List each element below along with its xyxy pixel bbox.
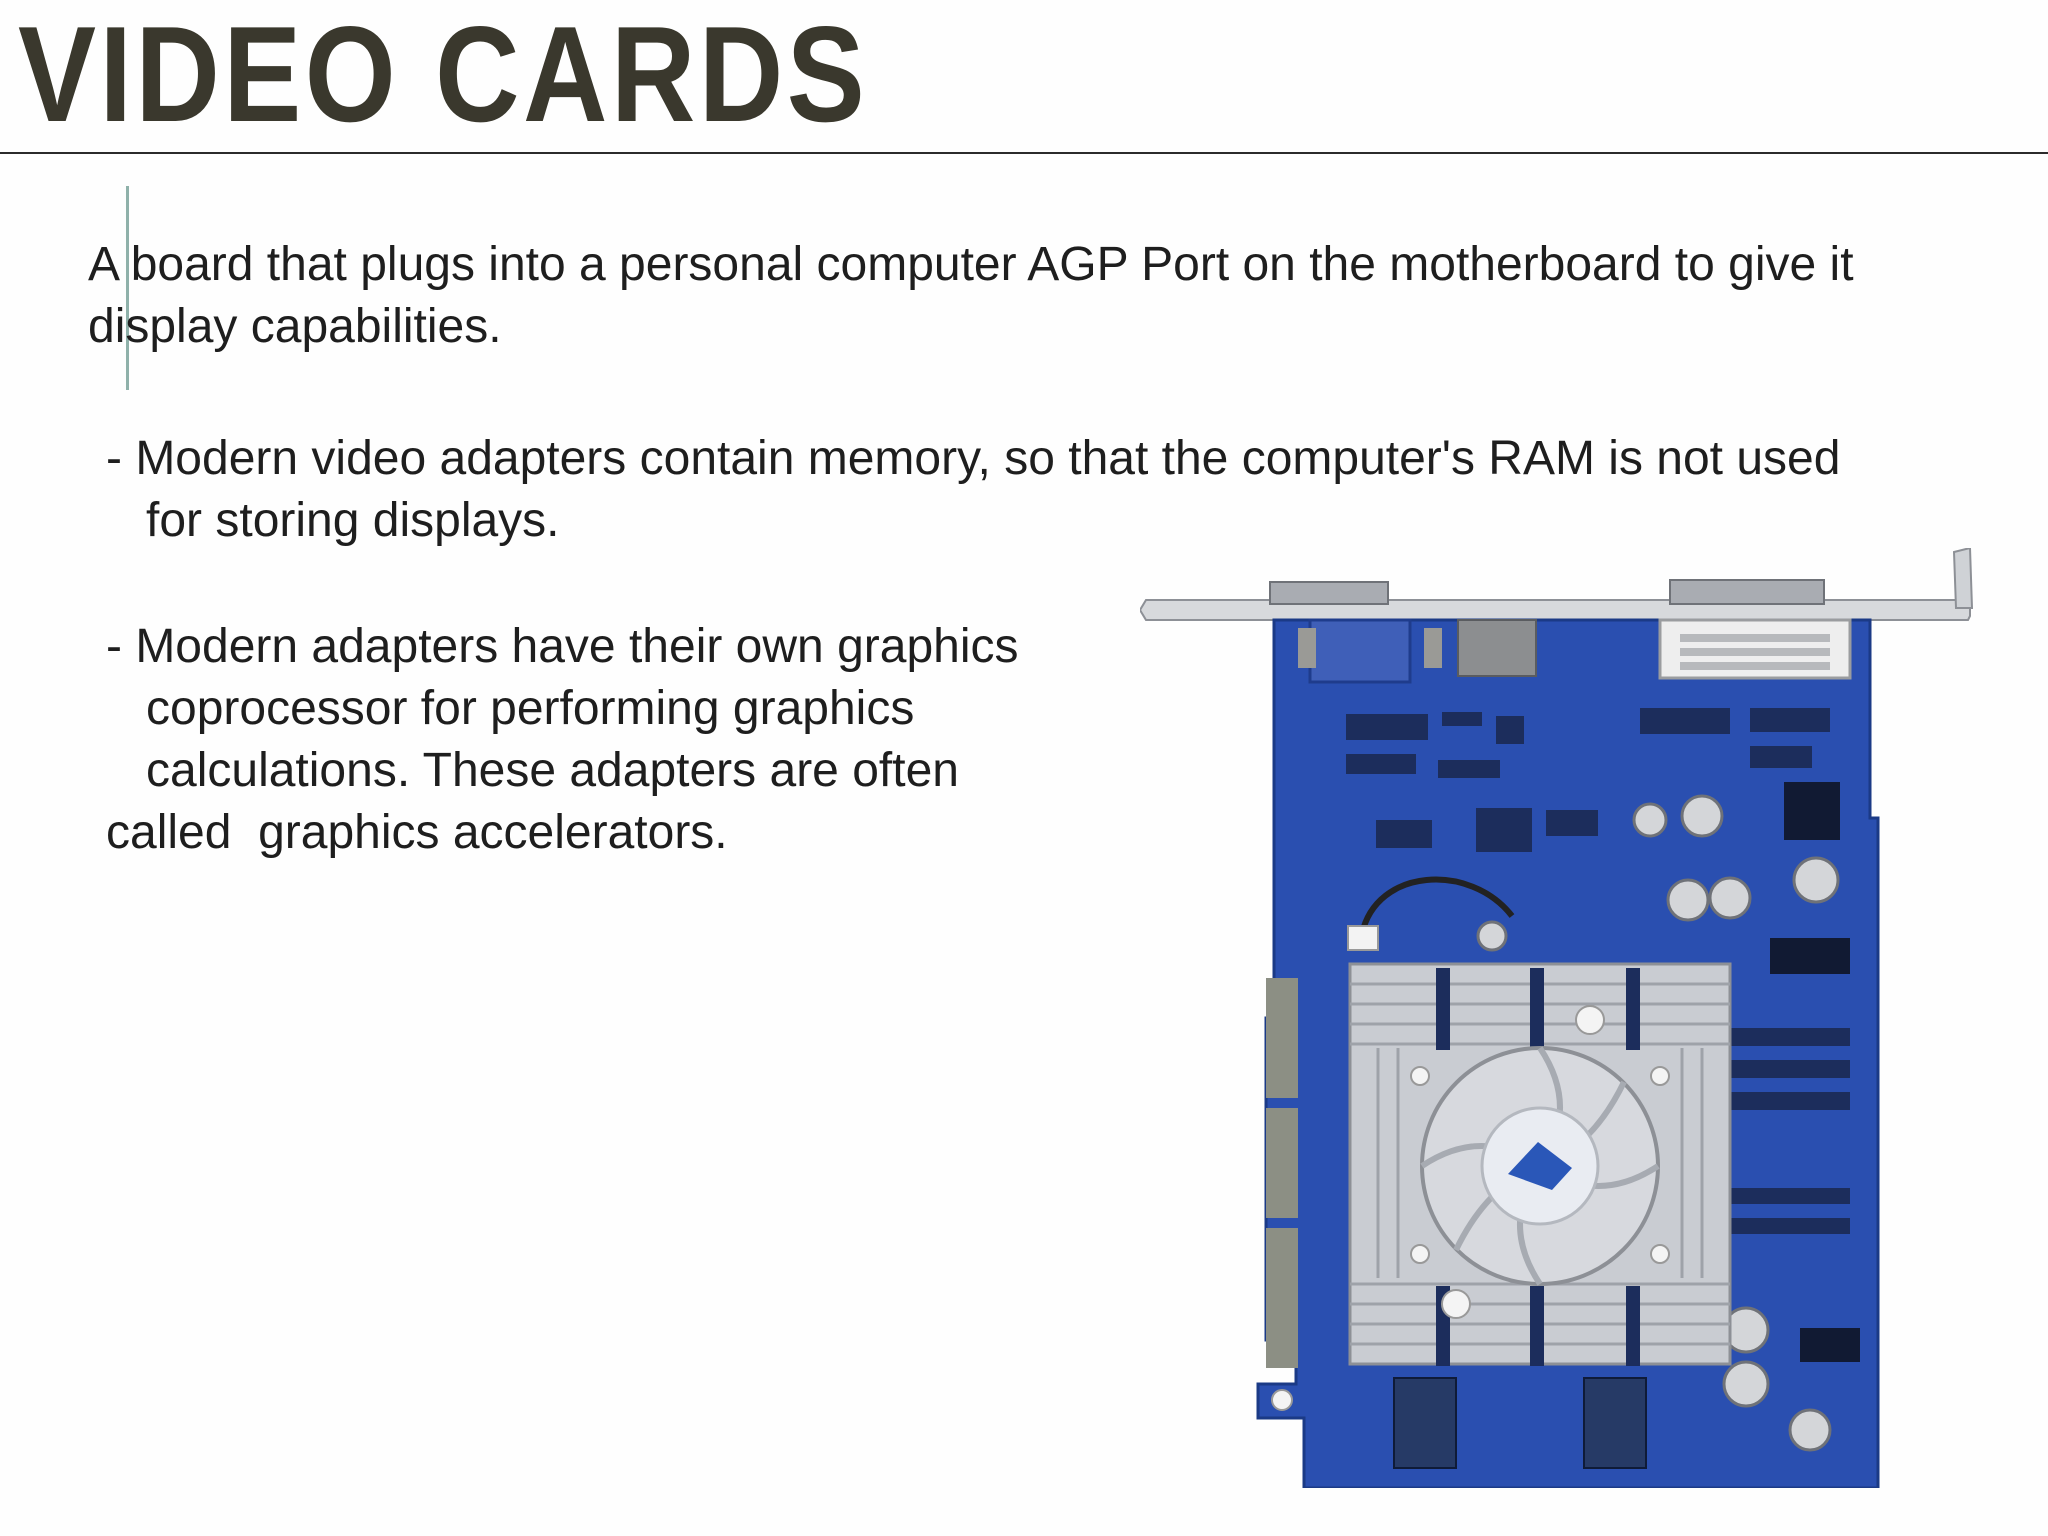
io-bracket	[1140, 548, 1974, 621]
bullet-memory-line-1: - Modern video adapters contain memory, …	[106, 432, 1841, 485]
title-divider	[0, 152, 2048, 154]
bullet-coprocessor-line-3: calculations. These adapters are often	[106, 744, 959, 797]
bullet-memory-line-2: for storing displays.	[106, 494, 560, 547]
intro-line-1: A board that plugs into a personal compu…	[88, 238, 1854, 291]
video-card-image	[1140, 548, 1980, 1488]
bullet-coprocessor-line-4: called graphics accelerators.	[106, 806, 728, 859]
memory-chips	[1393, 1377, 1647, 1469]
text-cursor-bar	[126, 186, 129, 390]
fan-cable	[1359, 876, 1515, 935]
cooling-fan	[1420, 1046, 1660, 1286]
mounting-holes	[1271, 1005, 1670, 1411]
pcb-components	[1346, 708, 1860, 1362]
page-title: VIDEO CARDS	[18, 0, 869, 150]
svideo-port	[1457, 619, 1537, 677]
capacitors	[1476, 794, 1840, 1452]
bullet-coprocessor-line-1: - Modern adapters have their own graphic…	[106, 620, 1019, 673]
bullet-coprocessor-line-2: coprocessor for performing graphics	[106, 682, 915, 735]
intro-paragraph: A board that plugs into a personal compu…	[88, 234, 1854, 358]
agp-connector	[1266, 978, 1298, 1368]
intro-line-2: display capabilities.	[88, 300, 502, 353]
vga-port	[1308, 618, 1412, 684]
bullet-coprocessor: - Modern adapters have their own graphic…	[106, 616, 1019, 864]
bullet-memory: - Modern video adapters contain memory, …	[106, 428, 1840, 552]
